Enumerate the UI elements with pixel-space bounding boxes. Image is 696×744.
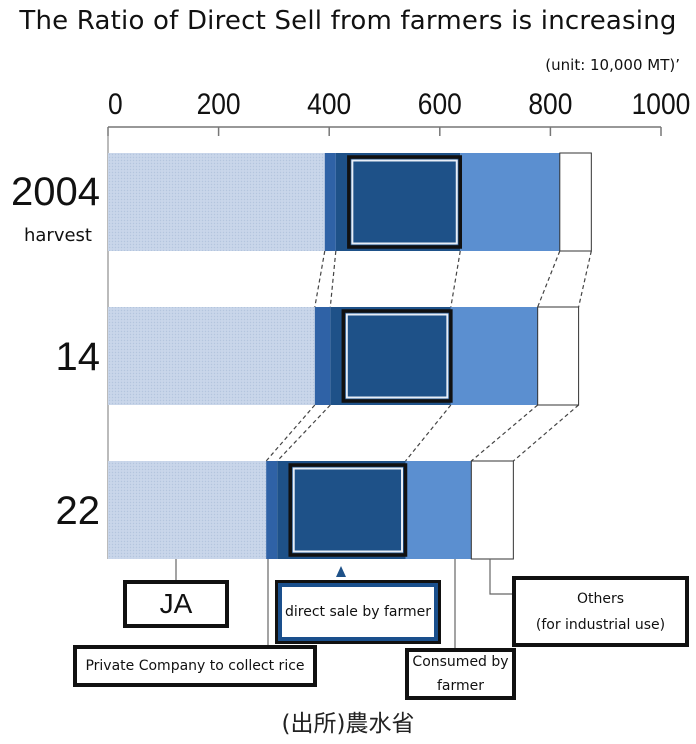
chart-title: The Ratio of Direct Sell from farmers is… <box>19 6 677 36</box>
unit-label: (unit: 10,000 MT)’ <box>545 56 680 74</box>
bar-segment <box>450 307 538 405</box>
connector-line <box>450 250 461 308</box>
x-tick-label: 200 <box>197 86 241 120</box>
connector-line <box>329 250 337 308</box>
connector-line <box>470 404 539 462</box>
callout-private-company: Private Company to collect rice <box>73 645 317 687</box>
highlight-inner-frame <box>292 467 404 553</box>
bar-segment <box>537 306 580 406</box>
x-tick-label: 800 <box>528 86 572 120</box>
category-label: 2004 <box>11 170 100 214</box>
highlight-inner-frame <box>351 159 458 245</box>
category-label: 22 <box>56 489 101 533</box>
bar-segment <box>108 461 267 559</box>
x-tick-label: 0 <box>108 86 123 120</box>
x-tick-label: 400 <box>307 86 351 120</box>
callout-others-line2: (for industrial use) <box>535 616 666 633</box>
connector-line <box>405 404 452 462</box>
highlight-frame <box>288 463 408 557</box>
bar-segment <box>405 461 472 559</box>
connector-line <box>265 404 316 462</box>
callout-consumed-by-farmer: Consumed by farmer <box>405 648 516 700</box>
callout-others-line1: Others <box>576 590 625 607</box>
bar-segment <box>314 307 331 405</box>
bar-segment <box>559 152 592 252</box>
highlight-frame <box>341 309 453 403</box>
leader-others <box>489 559 512 595</box>
x-tick-label: 1000 <box>632 86 691 120</box>
bar-segment <box>330 307 451 405</box>
connector-line <box>578 250 592 308</box>
highlight-inner-frame <box>345 313 449 399</box>
source-note: (出所)農水省 <box>281 711 415 737</box>
bar-segment <box>460 153 560 251</box>
x-tick-label: 600 <box>418 86 462 120</box>
bar-segment <box>108 307 315 405</box>
connector-line <box>276 404 331 462</box>
bar-segment <box>335 153 461 251</box>
category-label: 14 <box>56 335 101 379</box>
connector-line <box>537 250 561 308</box>
bar-segment <box>470 460 514 560</box>
highlight-frame <box>347 155 463 249</box>
connector-line <box>512 404 579 462</box>
connector-line <box>314 250 326 308</box>
leader-direct-arrow <box>336 566 346 577</box>
callout-ja: JA <box>123 580 229 628</box>
bar-segment <box>324 153 336 251</box>
callout-others: Others (for industrial use) <box>512 576 689 647</box>
callout-direct-sale: direct sale by farmer <box>275 580 441 644</box>
bar-segment <box>108 153 325 251</box>
bar-segment <box>266 461 278 559</box>
bar-segment <box>277 461 406 559</box>
category-sublabel: harvest <box>24 225 92 246</box>
